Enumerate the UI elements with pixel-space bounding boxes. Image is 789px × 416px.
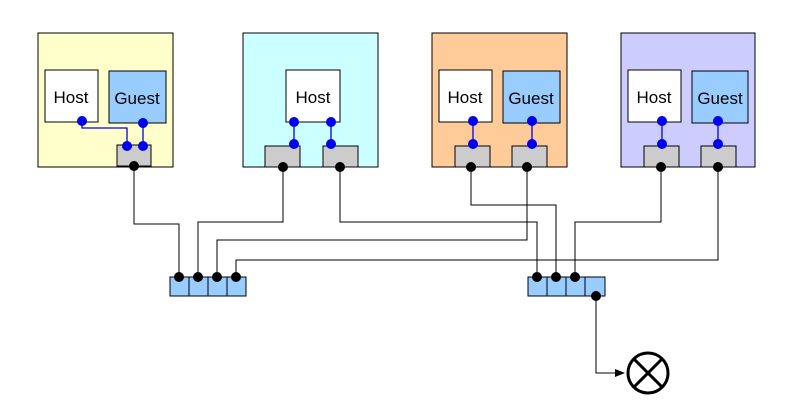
host-box bbox=[438, 69, 493, 123]
switch-port-dot bbox=[532, 272, 542, 282]
machine-3: Host Guest bbox=[431, 32, 568, 172]
host-label: Host bbox=[296, 88, 331, 107]
cable bbox=[197, 167, 284, 277]
switch-port-dot bbox=[231, 272, 241, 282]
cable bbox=[339, 167, 538, 277]
nic-port bbox=[527, 139, 537, 149]
nic-port bbox=[122, 141, 132, 151]
machine-2: Host bbox=[242, 32, 379, 172]
uplink-port-dot bbox=[591, 291, 601, 301]
guest-box bbox=[502, 70, 561, 124]
host-label: Host bbox=[637, 88, 672, 107]
host-port bbox=[289, 117, 299, 127]
guest-box bbox=[108, 70, 167, 124]
host-box bbox=[285, 69, 341, 123]
machine-4: Host Guest bbox=[620, 32, 756, 172]
switch-port-dot bbox=[570, 272, 580, 282]
nic-port bbox=[657, 139, 667, 149]
cable bbox=[216, 167, 528, 277]
cable bbox=[470, 167, 557, 277]
nic-port bbox=[326, 139, 336, 149]
circle-x-icon bbox=[626, 351, 670, 395]
guest-label: Guest bbox=[114, 89, 160, 108]
cable bbox=[235, 167, 719, 277]
cable bbox=[133, 167, 180, 277]
switch-port-dot bbox=[212, 272, 222, 282]
guest-port bbox=[527, 116, 537, 126]
nic-external-port bbox=[129, 161, 139, 171]
uplink-cable bbox=[595, 296, 625, 377]
host-port bbox=[468, 116, 478, 126]
host-box bbox=[44, 69, 99, 123]
host-port bbox=[657, 116, 667, 126]
nic-port bbox=[713, 139, 723, 149]
guest-port bbox=[138, 118, 148, 128]
switch-port-dot bbox=[193, 272, 203, 282]
host-label: Host bbox=[54, 88, 89, 107]
guest-label: Guest bbox=[697, 89, 743, 108]
switch-1 bbox=[169, 272, 247, 297]
nic-port bbox=[138, 141, 148, 151]
host-port bbox=[77, 116, 87, 126]
host-box bbox=[627, 69, 682, 123]
guest-port bbox=[713, 116, 723, 126]
switch-port-dot bbox=[551, 272, 561, 282]
machine-1: Host Guest bbox=[37, 32, 174, 171]
guest-label: Guest bbox=[508, 89, 554, 108]
switch-2 bbox=[527, 272, 606, 301]
cabling bbox=[133, 167, 719, 377]
switch-port-dot bbox=[174, 272, 184, 282]
cable bbox=[574, 167, 662, 277]
nic-port bbox=[289, 139, 299, 149]
host-label: Host bbox=[448, 88, 483, 107]
nic-port bbox=[468, 139, 478, 149]
host-port bbox=[326, 117, 336, 127]
